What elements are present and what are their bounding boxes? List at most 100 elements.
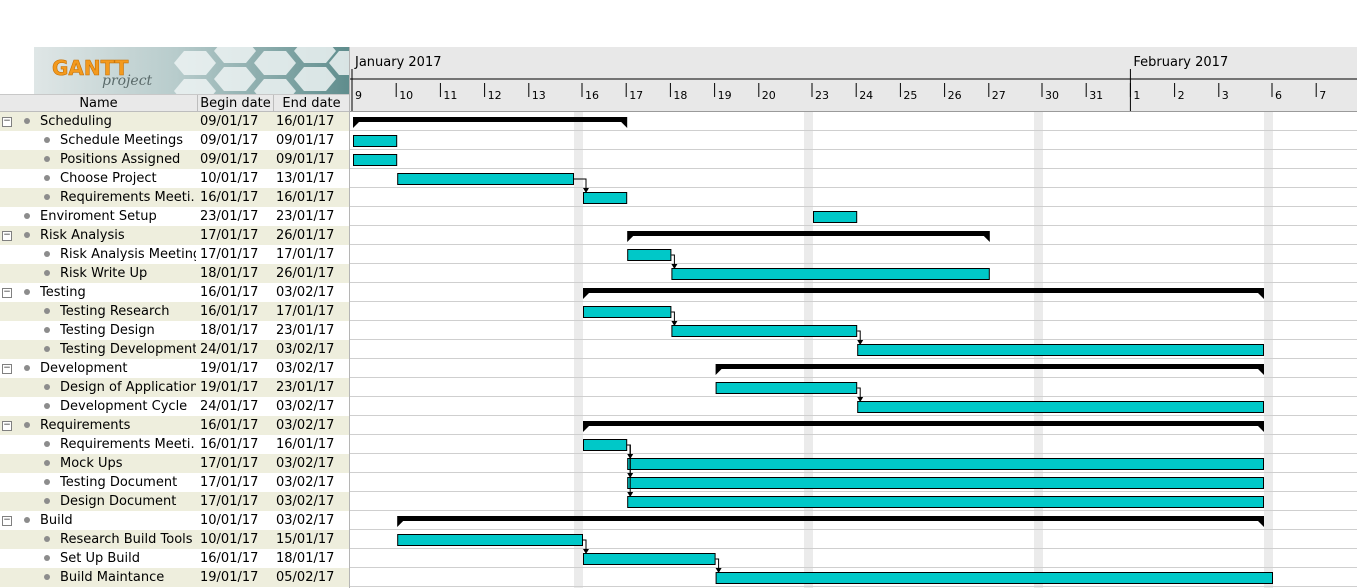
task-bullet-icon	[44, 346, 50, 352]
task-name-cell: Build Maintance	[60, 570, 165, 585]
task-bullet-icon	[24, 232, 30, 238]
task-begin-cell: 17/01/17	[200, 247, 259, 262]
collapse-toggle-icon[interactable]: −	[2, 515, 12, 526]
task-bar[interactable]	[353, 154, 398, 166]
summary-task-bar[interactable]	[583, 288, 1264, 293]
task-bar[interactable]	[583, 553, 716, 565]
task-end-cell: 18/01/17	[276, 551, 335, 566]
collapse-toggle-icon[interactable]: −	[2, 230, 12, 241]
task-bar[interactable]	[813, 211, 858, 223]
task-begin-cell: 09/01/17	[200, 114, 259, 129]
task-end-cell: 16/01/17	[276, 190, 335, 205]
logo-text: GANTT	[52, 56, 129, 80]
summary-task-bar[interactable]	[583, 421, 1264, 426]
task-bar[interactable]	[583, 306, 672, 318]
task-begin-cell: 09/01/17	[200, 152, 259, 167]
logo-subtext: project	[102, 73, 153, 89]
task-end-cell: 23/01/17	[276, 380, 335, 395]
column-header-end-date[interactable]: End date	[282, 96, 341, 111]
collapse-toggle-icon[interactable]: −	[2, 287, 12, 298]
task-bullet-icon	[44, 403, 50, 409]
task-name-cell: Design Document	[60, 494, 177, 509]
dependency-line	[671, 254, 675, 265]
dependency-line	[715, 558, 720, 569]
task-bar[interactable]	[627, 458, 1264, 470]
task-bar[interactable]	[627, 249, 672, 261]
task-bar[interactable]	[715, 572, 1274, 584]
summary-task-bar[interactable]	[397, 516, 1264, 521]
task-bullet-icon	[44, 479, 50, 485]
task-end-cell: 16/01/17	[276, 114, 335, 129]
task-bar[interactable]	[671, 325, 858, 337]
collapse-toggle-icon[interactable]: −	[2, 363, 12, 374]
summary-bar-right-cap	[621, 122, 628, 128]
task-bullet-icon	[44, 460, 50, 466]
task-bullet-icon	[44, 194, 50, 200]
dependency-line	[671, 311, 675, 322]
summary-bar-left-cap	[627, 236, 634, 242]
summary-bar-right-cap	[1258, 369, 1264, 375]
task-name-cell: Testing Research	[60, 304, 170, 319]
pane-divider[interactable]	[349, 47, 350, 588]
task-name-cell: Risk Analysis Meeting	[60, 247, 196, 262]
summary-task-bar[interactable]	[353, 117, 628, 122]
task-bar[interactable]	[397, 173, 575, 185]
task-bar[interactable]	[857, 401, 1264, 413]
task-bullet-icon	[44, 175, 50, 181]
task-bullet-icon	[44, 251, 50, 257]
task-end-cell: 03/02/17	[276, 494, 335, 509]
task-bar[interactable]	[627, 496, 1264, 508]
task-begin-cell: 24/01/17	[200, 399, 259, 414]
task-begin-cell: 10/01/17	[200, 532, 259, 547]
collapse-toggle-icon[interactable]: −	[2, 420, 12, 431]
task-begin-cell: 10/01/17	[200, 513, 259, 528]
task-bar[interactable]	[583, 192, 628, 204]
task-bar[interactable]	[857, 344, 1264, 356]
task-bullet-icon	[44, 327, 50, 333]
task-bar[interactable]	[583, 439, 628, 451]
task-bar[interactable]	[353, 135, 398, 147]
column-header-name[interactable]: Name	[0, 95, 198, 112]
dependency-line	[857, 330, 861, 341]
day-label: 25	[903, 89, 917, 102]
collapse-toggle-icon[interactable]: −	[2, 116, 12, 127]
task-bar[interactable]	[397, 534, 584, 546]
task-bar[interactable]	[715, 382, 858, 394]
summary-task-bar[interactable]	[715, 364, 1264, 369]
task-begin-cell: 17/01/17	[200, 456, 259, 471]
task-end-cell: 26/01/17	[276, 228, 335, 243]
task-begin-cell: 16/01/17	[200, 190, 259, 205]
dependency-arrowhead	[715, 568, 722, 573]
task-bar[interactable]	[627, 477, 1264, 489]
summary-task-bar[interactable]	[627, 231, 990, 236]
column-header-begin-date[interactable]: Begin date	[198, 95, 274, 112]
task-bar[interactable]	[671, 268, 990, 280]
